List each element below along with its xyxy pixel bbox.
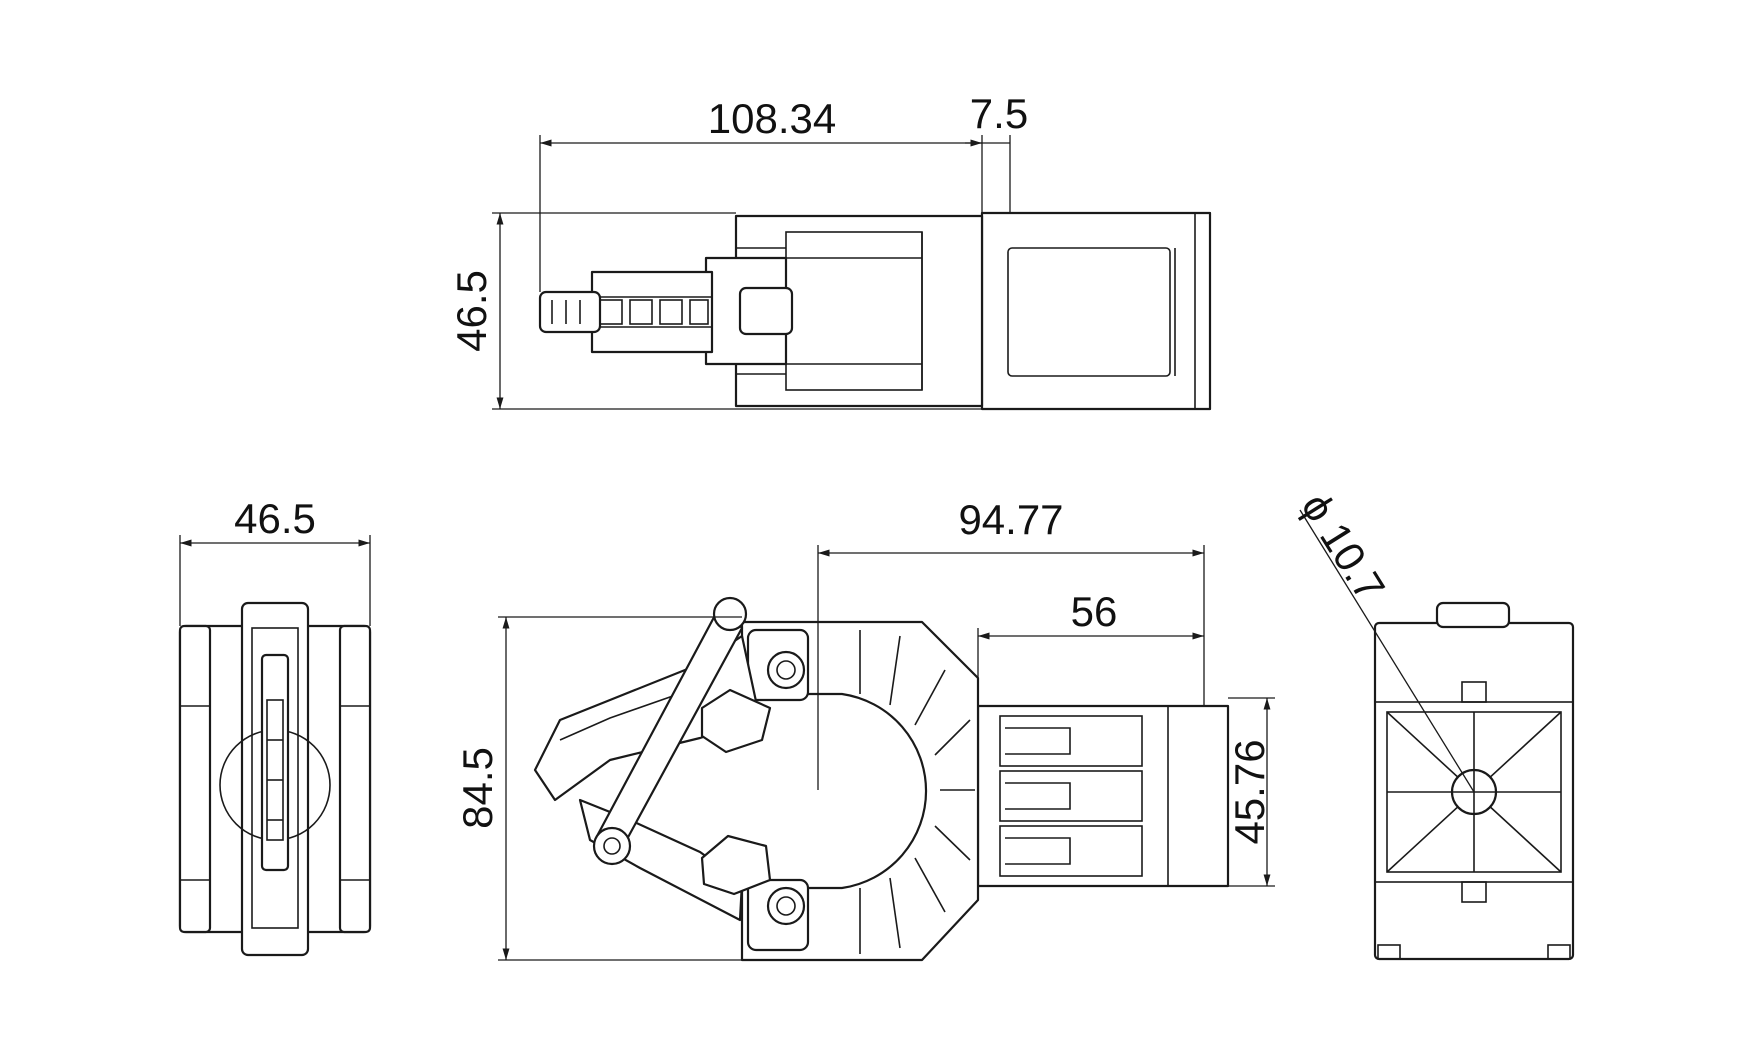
end-view: ϕ 10.7 bbox=[1292, 485, 1575, 961]
front-view: 94.77 56 84.5 45.76 bbox=[454, 496, 1275, 962]
end-view-latch bbox=[1435, 601, 1511, 629]
dim-front-body-height: 45.76 bbox=[1226, 739, 1273, 844]
top-view-window bbox=[1007, 247, 1171, 377]
side-view-right-rail bbox=[338, 624, 372, 934]
front-view-head bbox=[740, 620, 980, 962]
dim-top-length: 108.34 bbox=[708, 95, 836, 142]
side-view: 46.5 bbox=[178, 495, 372, 957]
front-view-rear-body bbox=[976, 704, 1230, 888]
top-view-tip bbox=[538, 290, 602, 334]
dim-top-height: 46.5 bbox=[448, 270, 495, 352]
dim-end-diameter: ϕ 10.7 bbox=[1292, 485, 1394, 609]
front-view-lever-pin-bottom bbox=[592, 826, 632, 866]
dim-front-depth: 56 bbox=[1071, 588, 1118, 635]
front-view-bolt-top bbox=[766, 650, 806, 690]
side-view-left-rail bbox=[178, 624, 212, 934]
top-view: 108.34 7.5 46.5 bbox=[448, 90, 1212, 411]
dim-top-offset: 7.5 bbox=[970, 90, 1028, 137]
front-view-bolt-bottom bbox=[766, 886, 806, 926]
top-view-rear-housing bbox=[980, 211, 1212, 411]
dim-side-width: 46.5 bbox=[234, 495, 316, 542]
dim-front-height: 84.5 bbox=[454, 747, 501, 829]
front-view-lever-pin-top bbox=[712, 596, 748, 632]
dim-front-length: 94.77 bbox=[958, 496, 1063, 543]
